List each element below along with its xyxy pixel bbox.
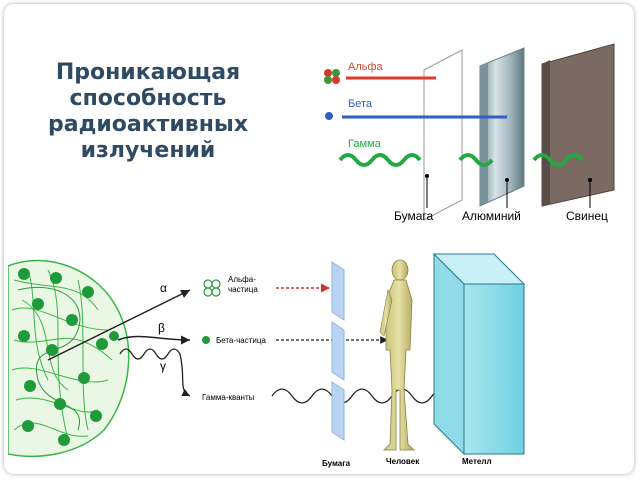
paper-label: Бумага <box>394 209 434 223</box>
alpha-particle-icon <box>203 279 221 297</box>
paper-label: Бумага <box>322 459 351 468</box>
human-figure <box>379 259 415 451</box>
title-line: Проникающая <box>55 60 241 85</box>
gamma-label: Гамма-кванты <box>202 393 255 402</box>
paper-sheet <box>423 49 463 221</box>
title-line: излучений <box>80 138 216 163</box>
title-line: способность <box>69 86 227 111</box>
radioactive-source <box>8 259 130 458</box>
beta-emission-arrow <box>117 335 191 345</box>
alpha-particle-label: Альфа-частица <box>228 275 258 294</box>
alpha-symbol: α <box>160 281 167 295</box>
gamma-label: Гамма <box>348 138 382 150</box>
beta-particle-icon <box>202 336 210 344</box>
beta-particle-label: Бета-частица <box>216 336 266 345</box>
alpha-label: Альфа <box>348 61 384 73</box>
paper-barrier <box>331 261 345 441</box>
bottom-penetration-diagram: α Альфа-частица β Бета-частица γ Гамма-к… <box>8 252 526 468</box>
title-line: радиоактивных <box>47 112 249 137</box>
slide-title: Проникающая способность радиоактивных из… <box>16 60 280 164</box>
gamma-emission-wave <box>119 348 191 397</box>
aluminum-label: Алюминий <box>462 209 521 223</box>
metal-label: Метелл <box>462 457 492 466</box>
top-penetration-diagram: Альфа Бета Гамма Бумага Алюминий Свинец <box>324 43 615 223</box>
lead-block <box>541 43 615 207</box>
human-label: Человек <box>386 457 420 466</box>
beta-label: Бета <box>348 98 373 110</box>
gamma-ray <box>338 153 584 167</box>
slide: Проникающая способность радиоактивных из… <box>4 4 634 474</box>
beta-symbol: β <box>158 321 165 335</box>
beta-particle-icon <box>325 112 333 120</box>
metal-block <box>432 252 526 456</box>
lead-label: Свинец <box>566 209 608 223</box>
gamma-symbol: γ <box>160 359 166 373</box>
alpha-particle-icon <box>324 69 340 84</box>
alpha-emission-arrow <box>47 289 191 361</box>
